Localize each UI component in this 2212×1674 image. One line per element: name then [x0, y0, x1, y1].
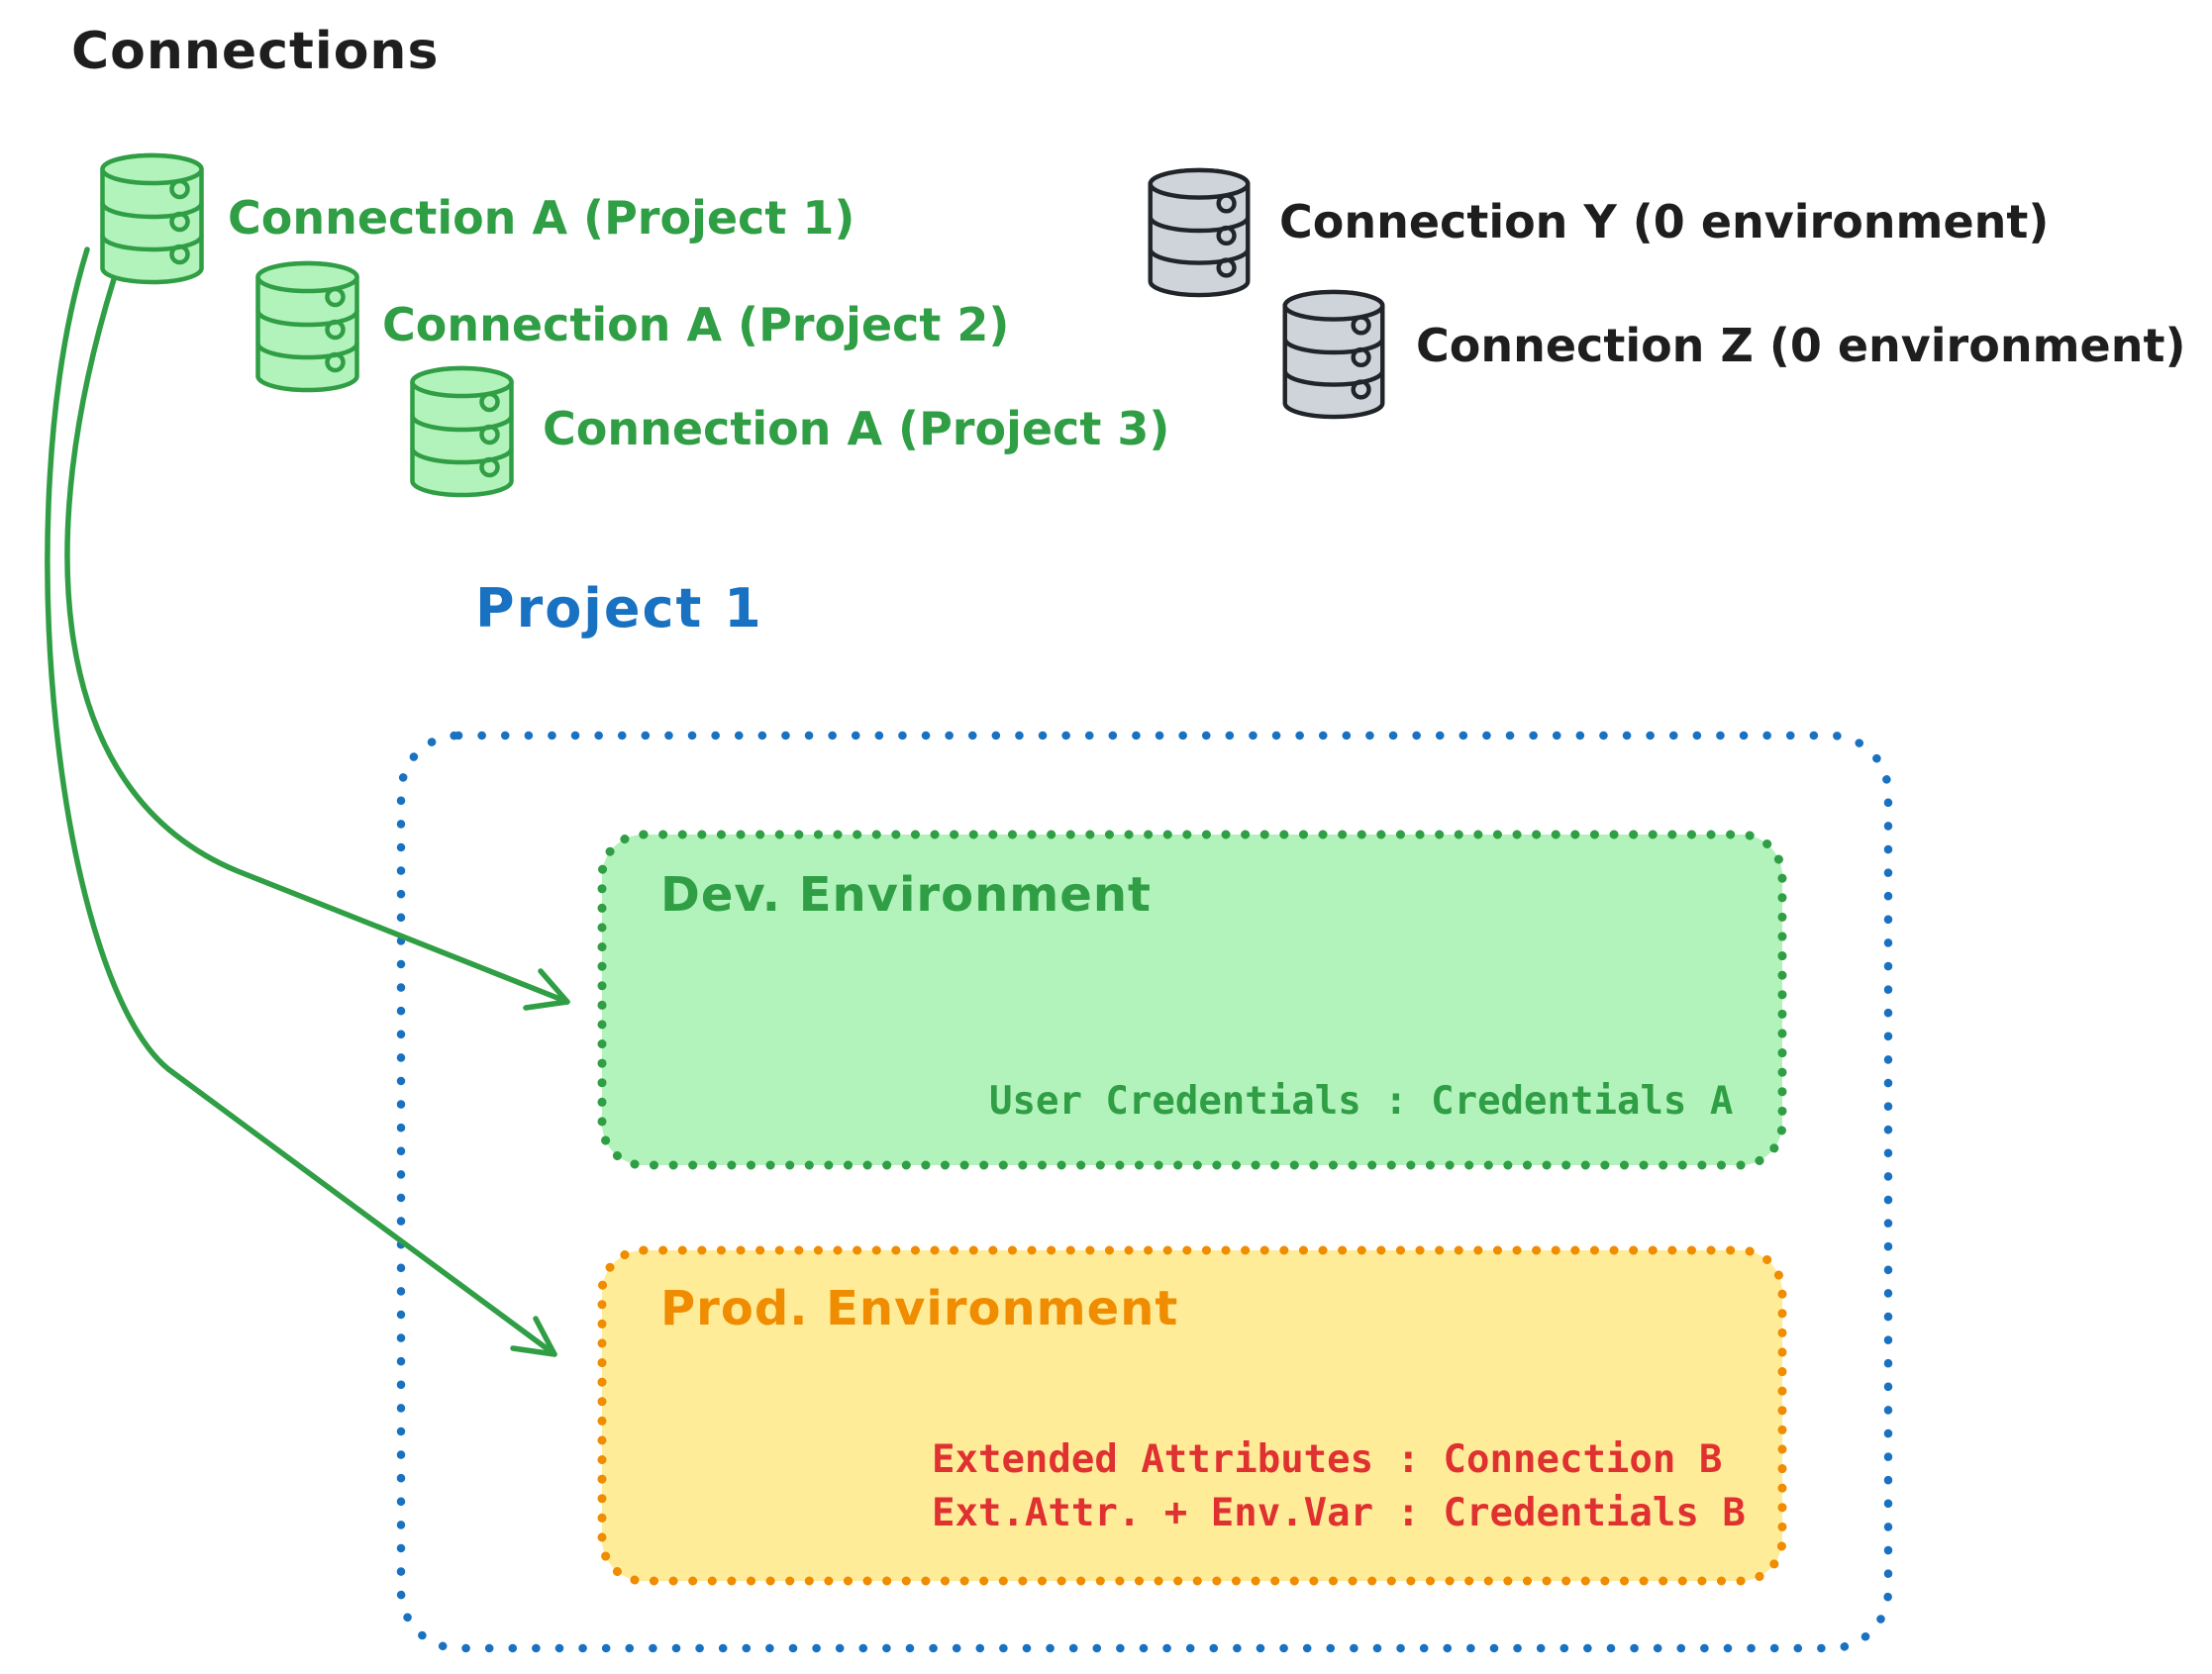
- connection-z-item: [1278, 288, 1389, 421]
- database-icon: [100, 152, 204, 285]
- dev-credentials-mapping: User Credentials : Credentials A: [989, 1079, 1734, 1124]
- connection-label: Connection Z (0 environment): [1416, 319, 2186, 372]
- connections-title: Connections: [71, 22, 440, 81]
- database-icon: [1148, 167, 1251, 298]
- project-box-border: [396, 731, 1893, 1653]
- project-title: Project 1: [475, 577, 763, 640]
- connection-a-project-1-item: [96, 151, 208, 286]
- dev-box-border: [597, 830, 1787, 1170]
- prod-box-border: [597, 1245, 1787, 1586]
- connection-label: Connection A (Project 2): [382, 298, 1010, 351]
- database-icon: [255, 260, 359, 393]
- prod-mapping-line-1: Extended Attributes : Connection B: [932, 1437, 1723, 1482]
- connection-a-project-2-item: [251, 259, 363, 394]
- database-icon: [410, 365, 514, 498]
- prod-environment-title: Prod. Environment: [660, 1281, 1179, 1336]
- connection-y-item: [1144, 166, 1255, 299]
- database-icon: [1282, 289, 1385, 420]
- connection-a-project-3-item: [406, 364, 518, 499]
- prod-environment-box: Prod. Environment Extended Attributes : …: [597, 1245, 1787, 1586]
- connection-label: Connection A (Project 3): [543, 402, 1170, 455]
- connection-label: Connection A (Project 1): [228, 191, 855, 245]
- connection-label: Connection Y (0 environment): [1279, 195, 2050, 248]
- prod-mapping-line-2: Ext.Attr. + Env.Var : Credentials B: [932, 1491, 1746, 1535]
- dev-environment-box: Dev. Environment User Credentials : Cred…: [597, 830, 1787, 1170]
- project-1-box: Dev. Environment User Credentials : Cred…: [396, 731, 1893, 1653]
- dev-environment-title: Dev. Environment: [660, 867, 1152, 923]
